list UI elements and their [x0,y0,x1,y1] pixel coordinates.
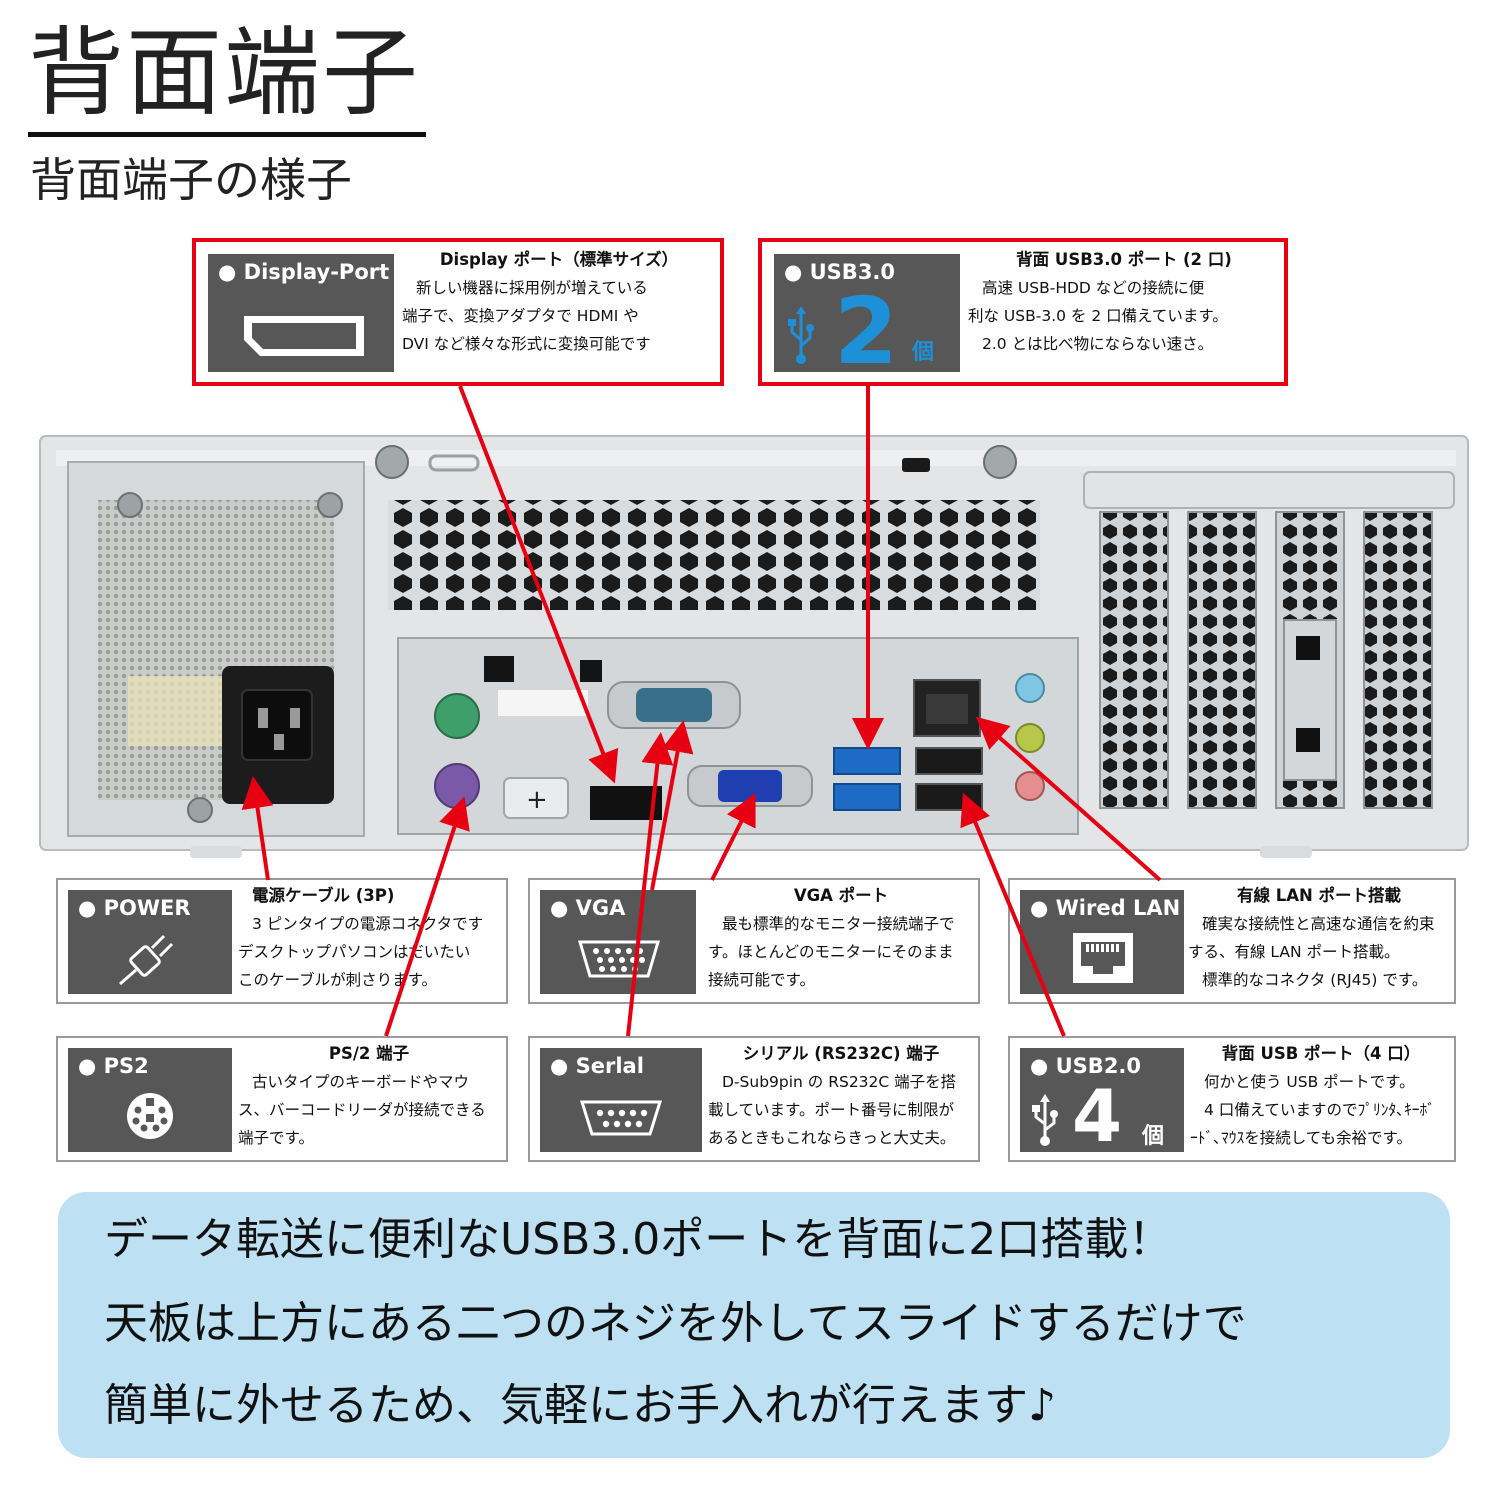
displayport-badge-label: ● Display-Port [218,260,390,284]
usb30-badge: ● USB3.0 2 個 [774,254,960,385]
lan-badge-label: ● Wired LAN [1030,896,1181,920]
feature-line-3: 簡単に外せるため、気軽にお手入れが行えます♪ [104,1380,1057,1431]
ps2-mouse-port [434,693,480,739]
usb30-port-1 [833,747,901,775]
displayport-line-2: 端子で、変換アダプタで HDMI や [402,307,639,325]
vga-heading: VGA ポート [793,886,889,905]
serial-line-3: あるときもこれならきっと大丈夫。 [708,1129,956,1147]
lan-line-3: 標準的なコネクタ (RJ45) です。 [1202,971,1428,989]
vga-connector-icon [577,940,661,978]
ethernet-port-icon [1073,933,1133,983]
title-underline [28,132,426,137]
usb30-count: 2 [834,278,899,385]
vga-badge-label: ● VGA [550,896,626,920]
vga-badge: ● VGA [540,890,696,994]
usb20-line-1: 何かと使う USB ポートです。 [1204,1073,1415,1091]
usb30-badge-label: ● USB3.0 [784,260,896,284]
serial-port [636,688,712,722]
power-badge: ● POWER [68,890,232,994]
arrow-displayport [458,385,619,784]
usb-icon [1032,1094,1058,1146]
usb20-port-1 [915,747,983,775]
usb30-line-3: 2.0 とは比べ物にならない速さ。 [982,335,1214,353]
displayport-icon [244,316,364,356]
callout-lan: ● Wired LAN 有線 LAN ポート搭載 確実な接続性と高速な通信を約束… [1008,878,1456,1004]
power-line-3: このケーブルが刺さります。 [238,971,438,989]
callout-ps2: ● PS2 PS/2 端子 古いタイプのキーボードやマウ ス、バーコードリーダが… [56,1036,508,1162]
power-heading: 電源ケーブル (3P) [252,886,395,905]
usb20-badge: ● USB2.0 4 個 [1020,1048,1184,1158]
feature-line-1: データ転送に便利なUSB3.0ポートを背面に2口搭載！ [104,1214,1173,1265]
arrow-serial [626,732,674,1037]
usb20-line-2: 4 口備えていますのでﾌﾟﾘﾝﾀ､ｷｰﾎﾞ [1204,1101,1436,1119]
usb20-heading: 背面 USB ポート（4 口） [1221,1044,1421,1063]
lan-line-2: する、有線 LAN ポート搭載。 [1188,943,1400,961]
lan-line-1: 確実な接続性と高速な通信を約束 [1202,915,1435,933]
vga-line-1: 最も標準的なモニター接続端子で [722,915,955,933]
usb30-line-1: 高速 USB-HDD などの接続に便 [982,279,1205,297]
callout-vga: ● VGA VGA ポート 最も標準的なモニター接続端子で す。ほとんどのモニタ… [528,878,980,1004]
lan-heading: 有線 LAN ポート搭載 [1236,886,1402,905]
ps2-line-1: 古いタイプのキーボードやマウ [252,1073,470,1091]
usb20-count-unit: 個 [1142,1124,1165,1149]
usb-icon [788,306,814,364]
usb20-line-3: ｰﾄﾞ､ﾏｳｽを接続しても余裕です。 [1190,1129,1412,1147]
displayport-line-1: 新しい機器に採用例が増えている [416,279,648,297]
callout-serial: ● Serlal シリアル (RS232C) 端子 D-Sub9pin の RS… [528,1036,980,1162]
arrow-usb20 [960,792,1066,1037]
usb30-line-2: 利な USB-3.0 を 2 口備えています。 [968,307,1228,325]
usb30-port-2 [833,783,901,811]
displayport-heading: Display ポート（標準サイズ） [439,250,679,269]
ps2-connector-icon [127,1093,173,1139]
ps2-badge-label: ● PS2 [78,1054,149,1078]
arrow-lan [976,716,1162,882]
vga-line-3: 接続可能です。 [708,971,815,989]
ps2-heading: PS/2 端子 [328,1044,410,1063]
displayport-line-3: DVI など様々な形式に変換可能です [402,335,651,353]
page-title: 背面端子 [28,17,420,129]
serial-connector-icon [579,1100,663,1136]
power-plug-icon [119,934,174,986]
serial-badge: ● Serlal [540,1048,702,1152]
usb20-badge-label: ● USB2.0 [1030,1054,1142,1078]
arrow-ps2 [384,796,470,1037]
ps2-line-2: ス、バーコードリーダが接続できる [238,1101,486,1119]
serial-heading: シリアル (RS232C) 端子 [742,1044,940,1063]
usb30-heading: 背面 USB3.0 ポート (2 口) [1016,250,1232,269]
feature-line-2: 天板は上方にある二つのネジを外してスライドするだけで [104,1298,1247,1349]
callout-usb20: ● USB2.0 4 個 背面 USB ポート（4 口） 何かと使う USB ポ… [1008,1036,1456,1162]
serial-line-2: 載しています。ポート番号に制限が [708,1101,954,1119]
vga-line-2: す。ほとんどのモニターにそのまま [708,943,954,961]
displayport-badge: ● Display-Port [208,254,394,372]
arrow-vga [710,792,756,881]
page-subtitle: 背面端子の様子 [30,153,352,207]
callout-usb30: ● USB3.0 2 個 背面 USB3.0 ポート (2 口) 高速 USB-… [758,238,1288,386]
arrow-serial-from-vga-box [650,720,694,891]
ps2-line-3: 端子です。 [238,1129,314,1147]
usb30-count-unit: 個 [912,340,935,365]
svg-text:+: + [526,785,548,815]
power-badge-label: ● POWER [78,896,191,920]
arrow-power [241,776,274,881]
callout-displayport: ● Display-Port Display ポート（標準サイズ） 新しい機器に… [192,238,724,386]
serial-badge-label: ● Serlal [550,1054,644,1078]
lan-badge: ● Wired LAN [1020,890,1184,994]
serial-line-1: D-Sub9pin の RS232C 端子を搭 [722,1073,957,1091]
ps2-badge: ● PS2 [68,1048,232,1152]
feature-panel: データ転送に便利なUSB3.0ポートを背面に2口搭載！ 天板は上方にある二つのネ… [58,1192,1450,1458]
usb20-count: 4 [1072,1074,1123,1158]
